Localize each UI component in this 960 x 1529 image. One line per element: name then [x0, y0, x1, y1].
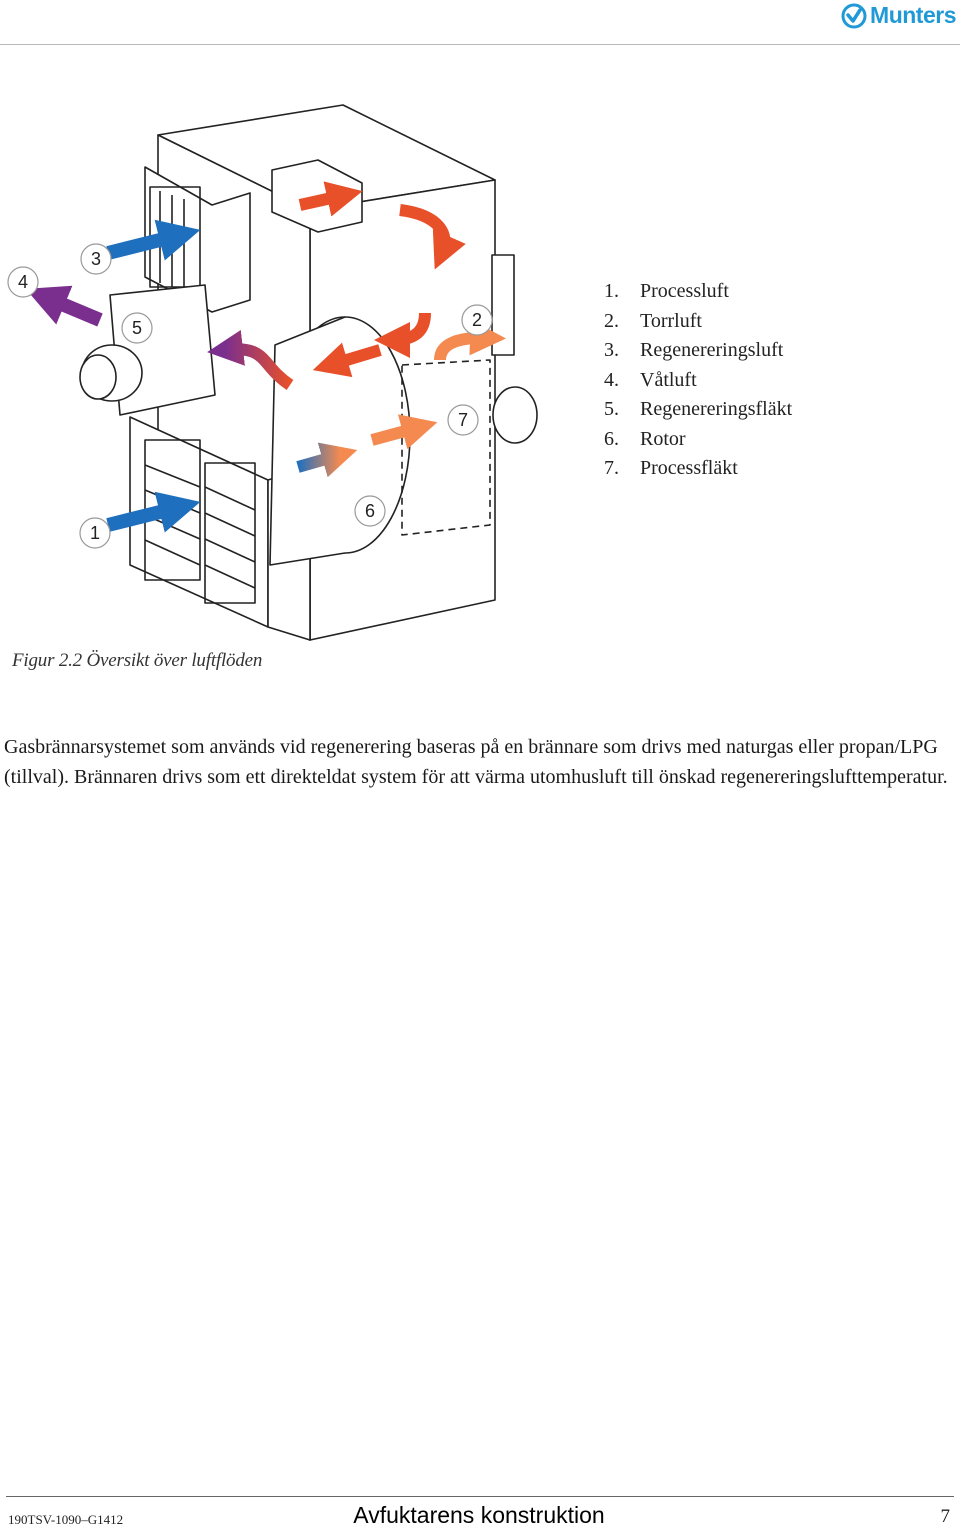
munters-check-logo-icon	[841, 3, 867, 28]
legend-item: 2. Torrluft	[604, 307, 792, 337]
legend-item: 1. Processluft	[604, 277, 792, 307]
legend-item: 5. Regenereringsfläkt	[604, 395, 792, 425]
legend-num: 2.	[604, 309, 619, 332]
legend-label: Rotor	[640, 427, 686, 450]
callout-7: 7	[458, 410, 468, 430]
callout-4: 4	[18, 272, 28, 292]
airflow-figure: 1 2 3 4 5 6 7	[0, 95, 600, 650]
legend-num: 3.	[604, 339, 619, 361]
wet-air-arrow	[25, 285, 103, 327]
process-air-arrow	[106, 491, 201, 533]
dry-air-arrow	[434, 319, 506, 361]
dehumidifier-diagram: 1 2 3 4 5 6 7	[7, 104, 538, 641]
page-number: 7	[940, 1506, 951, 1527]
callout-5: 5	[132, 318, 142, 338]
callout-3: 3	[91, 249, 101, 269]
heated-air-arrow	[312, 342, 382, 378]
wet-air-rotor-arrow	[207, 330, 294, 390]
legend-label: Torrluft	[640, 309, 702, 332]
legend-item: 4. Våtluft	[604, 366, 792, 396]
regeneration-air-arrow	[106, 219, 201, 261]
cabinet-outline	[79, 104, 538, 641]
section-title: Avfuktarens konstruktion	[353, 1502, 605, 1528]
legend-num: 7.	[604, 457, 619, 479]
footer-divider	[6, 1496, 954, 1497]
process-fan-arrow	[370, 414, 438, 450]
body-paragraph: Gasbrännarsystemet som används vid regen…	[4, 736, 948, 788]
legend-label: Processluft	[640, 280, 729, 302]
legend-item: 6. Rotor	[604, 425, 792, 455]
brand-logo: Munters	[841, 2, 956, 29]
top-air-arrow	[298, 181, 363, 217]
burner-down-arrow	[374, 312, 431, 358]
legend-label: Regenereringsfläkt	[640, 398, 793, 420]
legend-label: Våtluft	[640, 368, 697, 391]
legend-item: 7. Processfläkt	[604, 454, 792, 484]
header-divider	[0, 44, 960, 45]
process-through-rotor-arrow	[296, 442, 358, 478]
legend-label: Regenereringsluft	[640, 339, 784, 361]
legend-num: 4.	[604, 368, 619, 391]
figure-caption: Figur 2.2 Översikt över luftflöden	[12, 650, 263, 671]
legend-item: 3. Regenereringsluft	[604, 336, 792, 366]
legend-label: Processfläkt	[640, 457, 738, 479]
document-id: 190TSV-1090–G1412	[8, 1512, 124, 1527]
callouts	[7, 243, 493, 549]
legend-num: 1.	[604, 280, 619, 302]
brand-name: Munters	[870, 2, 956, 28]
callout-1: 1	[90, 523, 100, 543]
callout-6: 6	[365, 501, 375, 521]
top-turn-arrow	[399, 204, 466, 270]
page-footer: 190TSV-1090–G1412 Avfuktarens konstrukti…	[8, 1500, 950, 1529]
figure-legend: 1. Processluft 2. Torrluft 3. Regenererings…	[604, 277, 792, 484]
callout-2: 2	[472, 310, 482, 330]
legend-num: 5.	[604, 398, 619, 420]
legend-num: 6.	[604, 427, 619, 450]
